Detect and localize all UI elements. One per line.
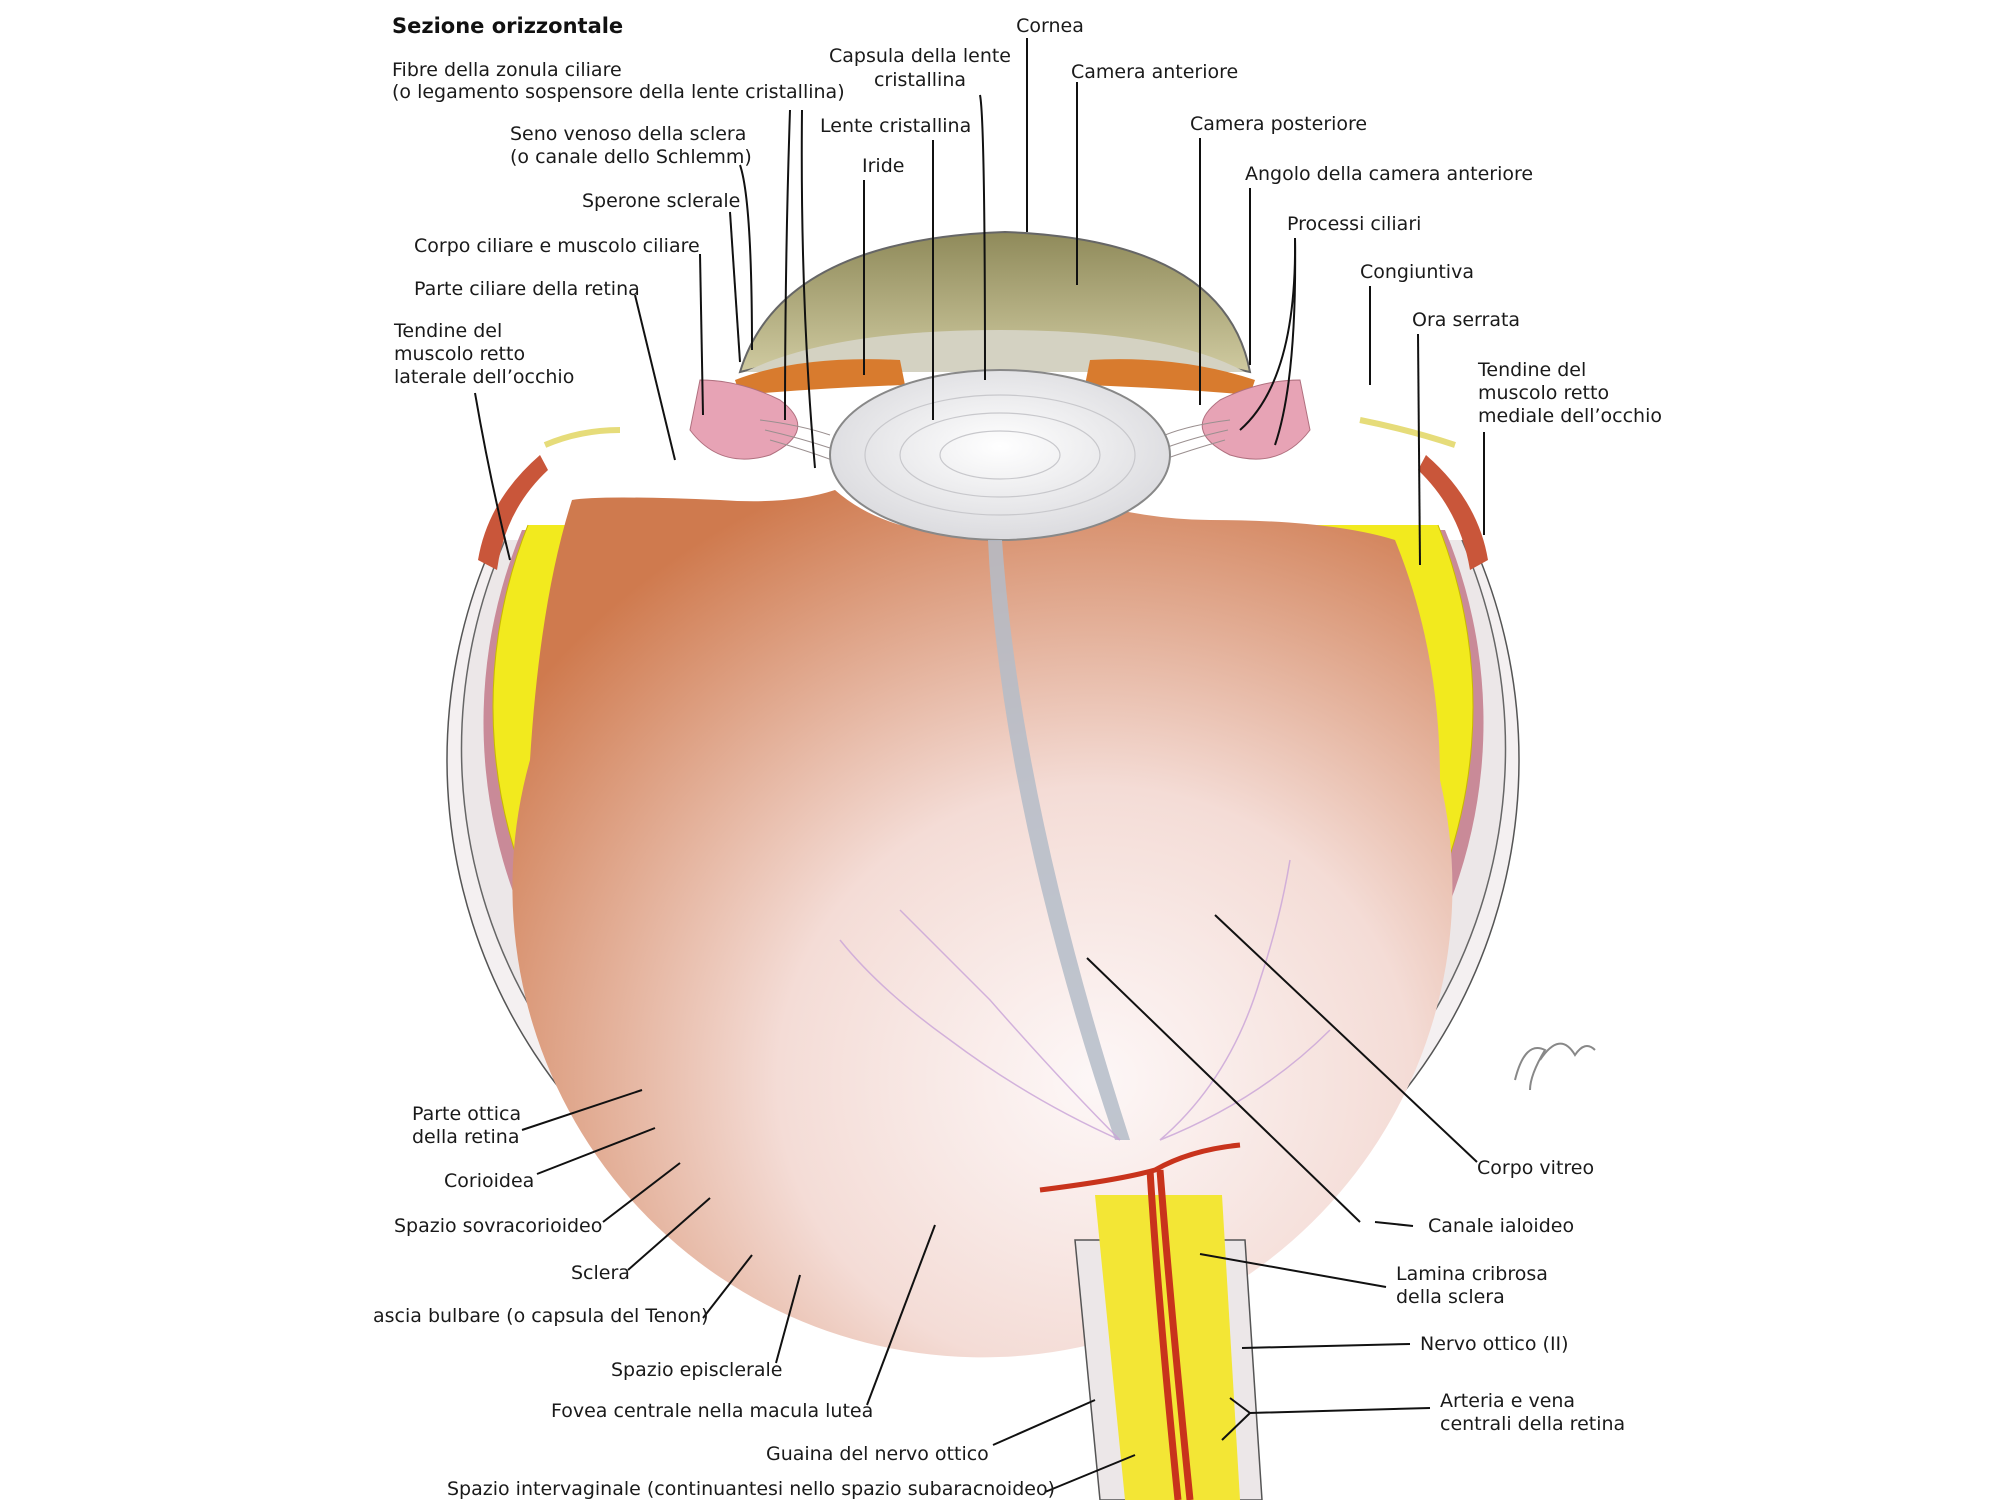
label-lamina-line2: della sclera [1396,1286,1505,1308]
label-cornea: Cornea [1016,15,1084,37]
label-corpo-vitreo: Corpo vitreo [1477,1157,1594,1179]
ciliary-body-right [1201,379,1311,460]
label-seno-line2: (o canale dello Schlemm) [510,146,752,168]
optic-disc-vessels [1039,1142,1241,1193]
label-spazio-episclerale: Spazio episclerale [611,1359,782,1381]
label-corpo-ciliare: Corpo ciliare e muscolo ciliare [414,235,700,257]
label-parte-ciliare: Parte ciliare della retina [414,278,640,300]
label-tendine-med-line2: muscolo retto [1478,382,1609,404]
lens-lines [864,394,1136,516]
label-camera-anteriore: Camera anteriore [1071,61,1238,83]
label-fibre-line2: (o legamento sospensore della lente cris… [392,81,845,103]
retinal-vessels [839,859,1331,1141]
label-processi: Processi ciliari [1287,213,1421,235]
label-guaina: Guaina del nervo ottico [766,1443,989,1465]
label-spazio-sovracorioideo: Spazio sovracorioideo [394,1215,602,1237]
label-fascia-bulbare: ascia bulbare (o capsula del Tenon) [373,1305,709,1327]
label-fibre-line1: Fibre della zonula ciliare [392,59,622,81]
hyaloid-canal-shape [988,540,1130,1140]
label-arteria-line2: centrali della retina [1440,1413,1625,1435]
label-spazio-intervaginale: Spazio intervaginale (continuantesi nell… [447,1478,1055,1500]
label-parte-ottica-line1: Parte ottica [412,1103,521,1125]
label-tendine-lat-line2: muscolo retto [394,343,525,365]
label-ora-serrata: Ora serrata [1412,309,1520,331]
label-nervo-ottico: Nervo ottico (II) [1420,1333,1569,1355]
vitreous-body [512,490,1453,1358]
label-lamina-line1: Lamina cribrosa [1396,1263,1548,1285]
central-retinal-vessels [1146,1169,1194,1500]
label-arteria-line1: Arteria e vena [1440,1390,1575,1412]
label-lente-cristallina: Lente cristallina [820,115,971,137]
conjunctiva-right [1359,417,1456,448]
iris-right [1085,359,1255,395]
label-congiuntiva: Congiuntiva [1360,261,1474,283]
label-corioidea: Corioidea [444,1170,534,1192]
label-fovea: Fovea centrale nella macula lutea [551,1400,873,1422]
optic-nerve-body [1095,1195,1240,1500]
diagram-title: Sezione orizzontale [392,14,623,38]
anterior-segment [478,230,1488,570]
label-tendine-med-line1: Tendine del [1477,359,1586,381]
lateral-rectus-tendon [478,455,548,570]
ciliary-body-left [689,379,799,460]
label-seno-line1: Seno venoso della sclera [510,123,746,145]
leader-lines [474,38,1485,1493]
label-canale-ialoideo: Canale ialoideo [1428,1215,1574,1237]
label-tendine-lat-line1: Tendine del [393,320,502,342]
label-sclera: Sclera [571,1262,630,1284]
label-sperone: Sperone sclerale [582,190,740,212]
label-angolo: Angolo della camera anteriore [1245,163,1533,185]
label-iride: Iride [862,155,904,177]
label-tendine-lat-line3: laterale dell’occhio [394,366,574,388]
eyeball [446,490,1520,1358]
label-tendine-med-line3: mediale dell’occhio [1478,405,1662,427]
conjunctiva-left [543,427,621,448]
medial-rectus-tendon [1418,455,1488,570]
iris-left [735,359,905,395]
artist-signature [1514,1042,1596,1091]
optic-nerve [1039,1142,1263,1500]
label-camera-posteriore: Camera posteriore [1190,113,1367,135]
label-capsula-line2: cristallina [874,69,966,91]
label-capsula-line1: Capsula della lente [829,45,1011,67]
label-parte-ottica-line2: della retina [412,1126,520,1148]
